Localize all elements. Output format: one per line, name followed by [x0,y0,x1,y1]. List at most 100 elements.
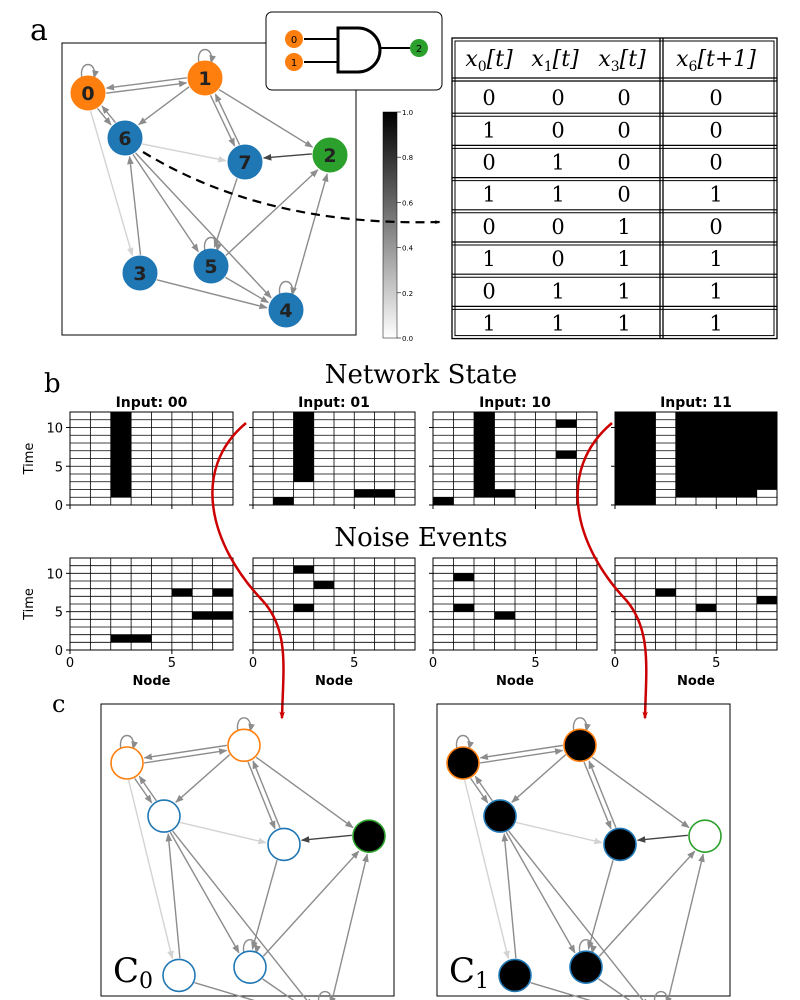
node-5 [569,950,603,984]
network-nodes [446,728,722,993]
node-6 [107,120,143,156]
heatmap-cell [556,450,577,459]
heatmap-cell [615,412,636,505]
heatmap-cell [756,596,777,604]
edge-6-5 [132,153,199,253]
table-cell: 0 [482,151,495,175]
node-2-label: 2 [323,145,336,167]
table-cell: 0 [617,86,630,110]
edge-0-3 [89,110,134,257]
edge-7-1 [214,93,241,145]
colorbar-tick-2: 0.4 [402,245,414,253]
node-7 [603,827,637,862]
y-tick-label: 5 [55,606,63,621]
edge-6-4 [172,830,313,1000]
edge-3-6 [501,832,517,959]
edge-3-6 [127,155,142,255]
edge-5-2 [225,169,319,257]
edge-2-7 [262,153,312,161]
table-header-1: x1[t] [531,47,579,75]
heatmap-title: Input: 00 [116,395,188,411]
edge-1-7 [247,761,276,830]
network-frame [61,42,357,336]
heatmap-cell [675,412,696,498]
table-header-0: x0[t] [465,47,513,75]
heatmap-cell [736,412,757,498]
node-3 [498,958,532,993]
edge-2-7 [300,834,352,843]
colorbar-tick-3: 0.6 [402,199,414,207]
edge-7-1 [252,760,281,828]
edge-3-6 [165,832,181,959]
edge-1-0 [143,744,227,761]
heatmap-cell [293,604,314,612]
gate-input-1-label: 1 [291,58,297,69]
edge-0-1 [106,80,188,94]
table-cell: 0 [709,118,722,142]
colorbar-tick-1: 0.2 [402,290,413,298]
heatmap-cell [374,489,395,498]
node-5 [233,950,267,984]
heatmap-cell [494,489,515,498]
x-axis-label: Node [315,674,353,689]
edge-0-6 [134,777,153,804]
heatmap-cell [110,634,132,643]
edge-self-4 [317,990,336,1000]
edge-3-4 [156,279,268,310]
edge-self-1 [197,48,216,64]
node-7 [267,827,301,862]
node-6-label: 6 [118,128,131,150]
heatmap-cell [716,412,737,498]
heatmap-cell [212,588,233,597]
heatmap-title: Input: 01 [298,395,370,411]
node-4-label: 4 [279,300,292,322]
table-cell: 1 [482,247,495,271]
table-cell: 0 [617,151,630,175]
edge-5-4 [224,276,270,304]
edge-7-1 [588,760,617,828]
edge-3-4 [530,981,591,1000]
node-5-label: 5 [204,256,217,278]
table-cell: 0 [482,86,495,110]
edge-6-0 [101,105,117,123]
heatmap-cell [494,611,515,620]
heatmap-cell [756,412,777,490]
noise-events-title: Noise Events [334,523,507,553]
colorbar-tick-0: 0.0 [402,335,413,343]
edge-0-3 [127,779,174,960]
edge-0-3 [463,779,510,960]
edge-6-4 [508,830,649,1000]
node-6 [483,799,517,833]
heatmap-cell [313,581,334,589]
network-edges [119,717,369,1000]
edge-5-4 [262,978,295,1000]
node-3 [122,255,158,291]
node-1-label: 1 [198,68,211,90]
edge-4-2 [292,173,329,294]
and-gate-icon [336,26,382,74]
table-cell: 0 [482,279,495,303]
node-0-label: 0 [81,83,94,105]
heatmap-title: Input: 11 [660,395,732,411]
node-1 [563,728,597,763]
heatmap-cell [212,611,233,620]
node-2 [312,137,348,173]
table-cell: 0 [551,86,564,110]
table-cell: 1 [709,279,722,303]
table-cell: 1 [617,312,630,336]
edge-1-2 [591,756,690,829]
panel-label-a: a [30,13,48,48]
colorbar-tick-4: 0.8 [402,154,413,162]
gate-output-2 [410,39,428,57]
heatmap-cell [131,634,152,643]
table-cell: 0 [551,247,564,271]
colorbar-tick-5: 1.0 [402,109,413,117]
dashed-arrow-connector [142,151,441,225]
node-2 [688,819,722,853]
table-cell: 0 [709,151,722,175]
heatmap-cell [655,588,676,597]
node-7-label: 7 [238,152,251,174]
